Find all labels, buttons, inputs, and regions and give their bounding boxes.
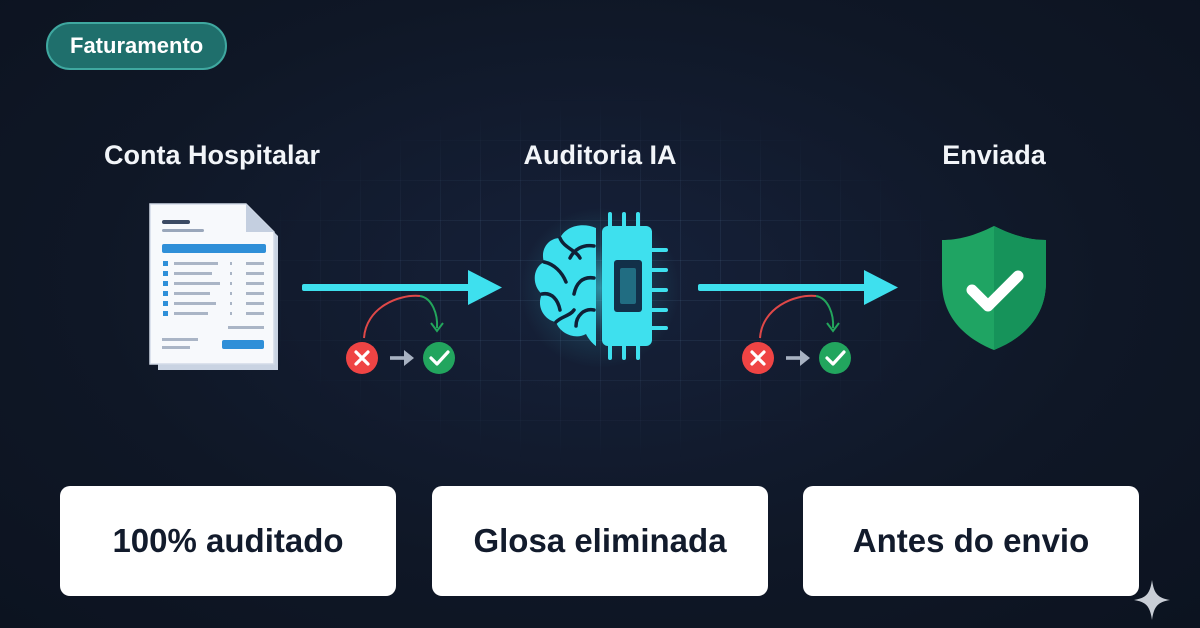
hospital-bill-document-icon	[149, 203, 278, 370]
flow-arrow-1-icon	[302, 270, 502, 305]
feature-card-antes-envio: Antes do envio	[803, 486, 1139, 596]
sparkle-icon	[1134, 580, 1170, 620]
error-correction-icon-1	[346, 294, 455, 374]
category-badge: Faturamento	[46, 22, 228, 70]
ai-brain-chip-icon	[520, 208, 680, 368]
stage-label-auditoria-ia: Auditoria IA	[523, 140, 677, 170]
shield-check-icon	[942, 226, 1046, 350]
stage-label-enviada: Enviada	[942, 140, 1046, 170]
feature-card-auditado: 100% auditado	[60, 486, 396, 596]
stage-label-conta-hospitalar: Conta Hospitalar	[103, 140, 321, 170]
error-correction-icon-2	[742, 294, 851, 374]
flow-arrow-2-icon	[698, 270, 898, 305]
feature-card-glosa: Glosa eliminada	[432, 486, 768, 596]
